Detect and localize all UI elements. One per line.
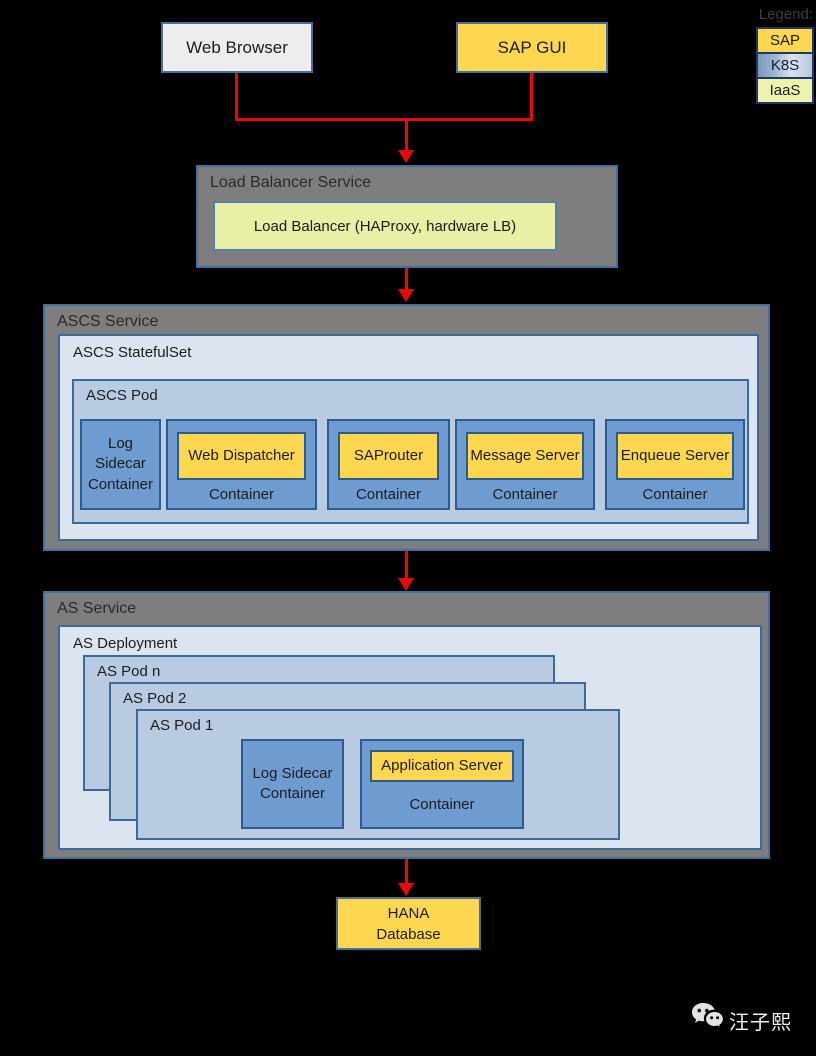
legend-title: Legend:	[758, 6, 813, 23]
load-balancer-label: Load Balancer (HAProxy, hardware LB)	[253, 217, 517, 235]
web-dispatcher-chip: Web Dispatcher	[177, 432, 306, 480]
ascs-pod: ASCS Pod Log Sidecar Container Web Dispa…	[72, 379, 749, 524]
message-server-container: Message Server Container	[455, 419, 595, 510]
load-balancer-service: Load Balancer Service Load Balancer (HAP…	[196, 165, 618, 268]
ascs-service-label: ASCS Service	[57, 313, 159, 330]
web-browser-node: Web Browser	[161, 22, 313, 73]
load-balancer-node: Load Balancer (HAProxy, hardware LB)	[213, 201, 557, 251]
legend-swatch-k8s: K8S	[756, 52, 814, 79]
arrow-as-hana-stem	[405, 859, 408, 884]
as-service: AS Service AS Deployment AS Pod n AS Pod…	[43, 591, 770, 859]
as-pod-1: AS Pod 1 Log Sidecar Container Applicati…	[136, 709, 620, 840]
as-deployment-label: AS Deployment	[73, 635, 178, 652]
as-deployment: AS Deployment AS Pod n AS Pod 2 AS Pod 1…	[58, 625, 762, 850]
hana-line1: HANA	[387, 904, 430, 922]
ascs-log-sidecar-container: Log Sidecar Container	[80, 419, 161, 510]
enqueue-server-container-label: Container	[642, 486, 708, 503]
hana-database-node: HANA Database	[336, 897, 481, 950]
arrow-to-lb-stem	[405, 118, 408, 151]
sap-gui-label: SAP GUI	[497, 37, 567, 57]
hana-line2: Database	[376, 925, 441, 943]
arrow-lb-ascs-stem	[405, 268, 408, 290]
connector-web-browser	[235, 73, 238, 120]
saprouter-chip: SAProuter	[338, 432, 439, 480]
arrow-to-lb-head	[398, 150, 414, 163]
arrow-ascs-as-stem	[405, 551, 408, 579]
enqueue-server-chip: Enqueue Server	[616, 432, 734, 480]
ascs-statefulset-label: ASCS StatefulSet	[73, 344, 192, 361]
enqueue-server-container: Enqueue Server Container	[605, 419, 745, 510]
ascs-pod-label: ASCS Pod	[86, 387, 158, 404]
as-pod-1-label: AS Pod 1	[150, 717, 214, 734]
watermark-author: 汪子熙	[729, 1012, 792, 1034]
legend-k8s-label: K8S	[770, 57, 800, 74]
legend-sap-label: SAP	[769, 32, 800, 49]
as-pod-n-label: AS Pod n	[97, 663, 161, 680]
arrow-ascs-as-head	[398, 578, 414, 591]
saprouter-container: SAProuter Container	[327, 419, 450, 510]
ascs-statefulset: ASCS StatefulSet ASCS Pod Log Sidecar Co…	[58, 334, 759, 541]
web-dispatcher-container-label: Container	[208, 486, 275, 503]
connector-sap-gui	[530, 73, 533, 120]
legend-swatch-iaas: IaaS	[756, 77, 814, 104]
as-log-sidecar-label: Log Sidecar Container	[252, 764, 333, 802]
message-server-container-label: Container	[492, 486, 558, 503]
legend-swatch-sap: SAP	[756, 27, 814, 54]
sap-gui-node: SAP GUI	[456, 22, 608, 73]
saprouter-container-label: Container	[355, 486, 422, 503]
arrow-as-hana-head	[398, 883, 414, 896]
as-log-sidecar-container: Log Sidecar Container	[241, 739, 344, 829]
arrow-lb-ascs-head	[398, 289, 414, 302]
as-service-label: AS Service	[57, 600, 137, 617]
wechat-icon	[690, 1001, 726, 1033]
ascs-log-sidecar-label: Log Sidecar Container	[87, 435, 154, 493]
connector-merge-line	[235, 118, 533, 121]
application-server-container-label: Container	[409, 796, 475, 813]
legend: SAP K8S IaaS	[756, 27, 814, 104]
as-pod-2-label: AS Pod 2	[123, 690, 187, 707]
web-browser-label: Web Browser	[186, 37, 288, 57]
application-server-chip: Application Server	[370, 750, 514, 782]
web-dispatcher-container: Web Dispatcher Container	[166, 419, 317, 510]
ascs-service: ASCS Service ASCS StatefulSet ASCS Pod L…	[43, 304, 770, 551]
message-server-chip: Message Server	[466, 432, 584, 480]
legend-iaas-label: IaaS	[769, 82, 801, 99]
application-server-container: Application Server Container	[360, 739, 524, 829]
load-balancer-service-label: Load Balancer Service	[210, 174, 371, 191]
